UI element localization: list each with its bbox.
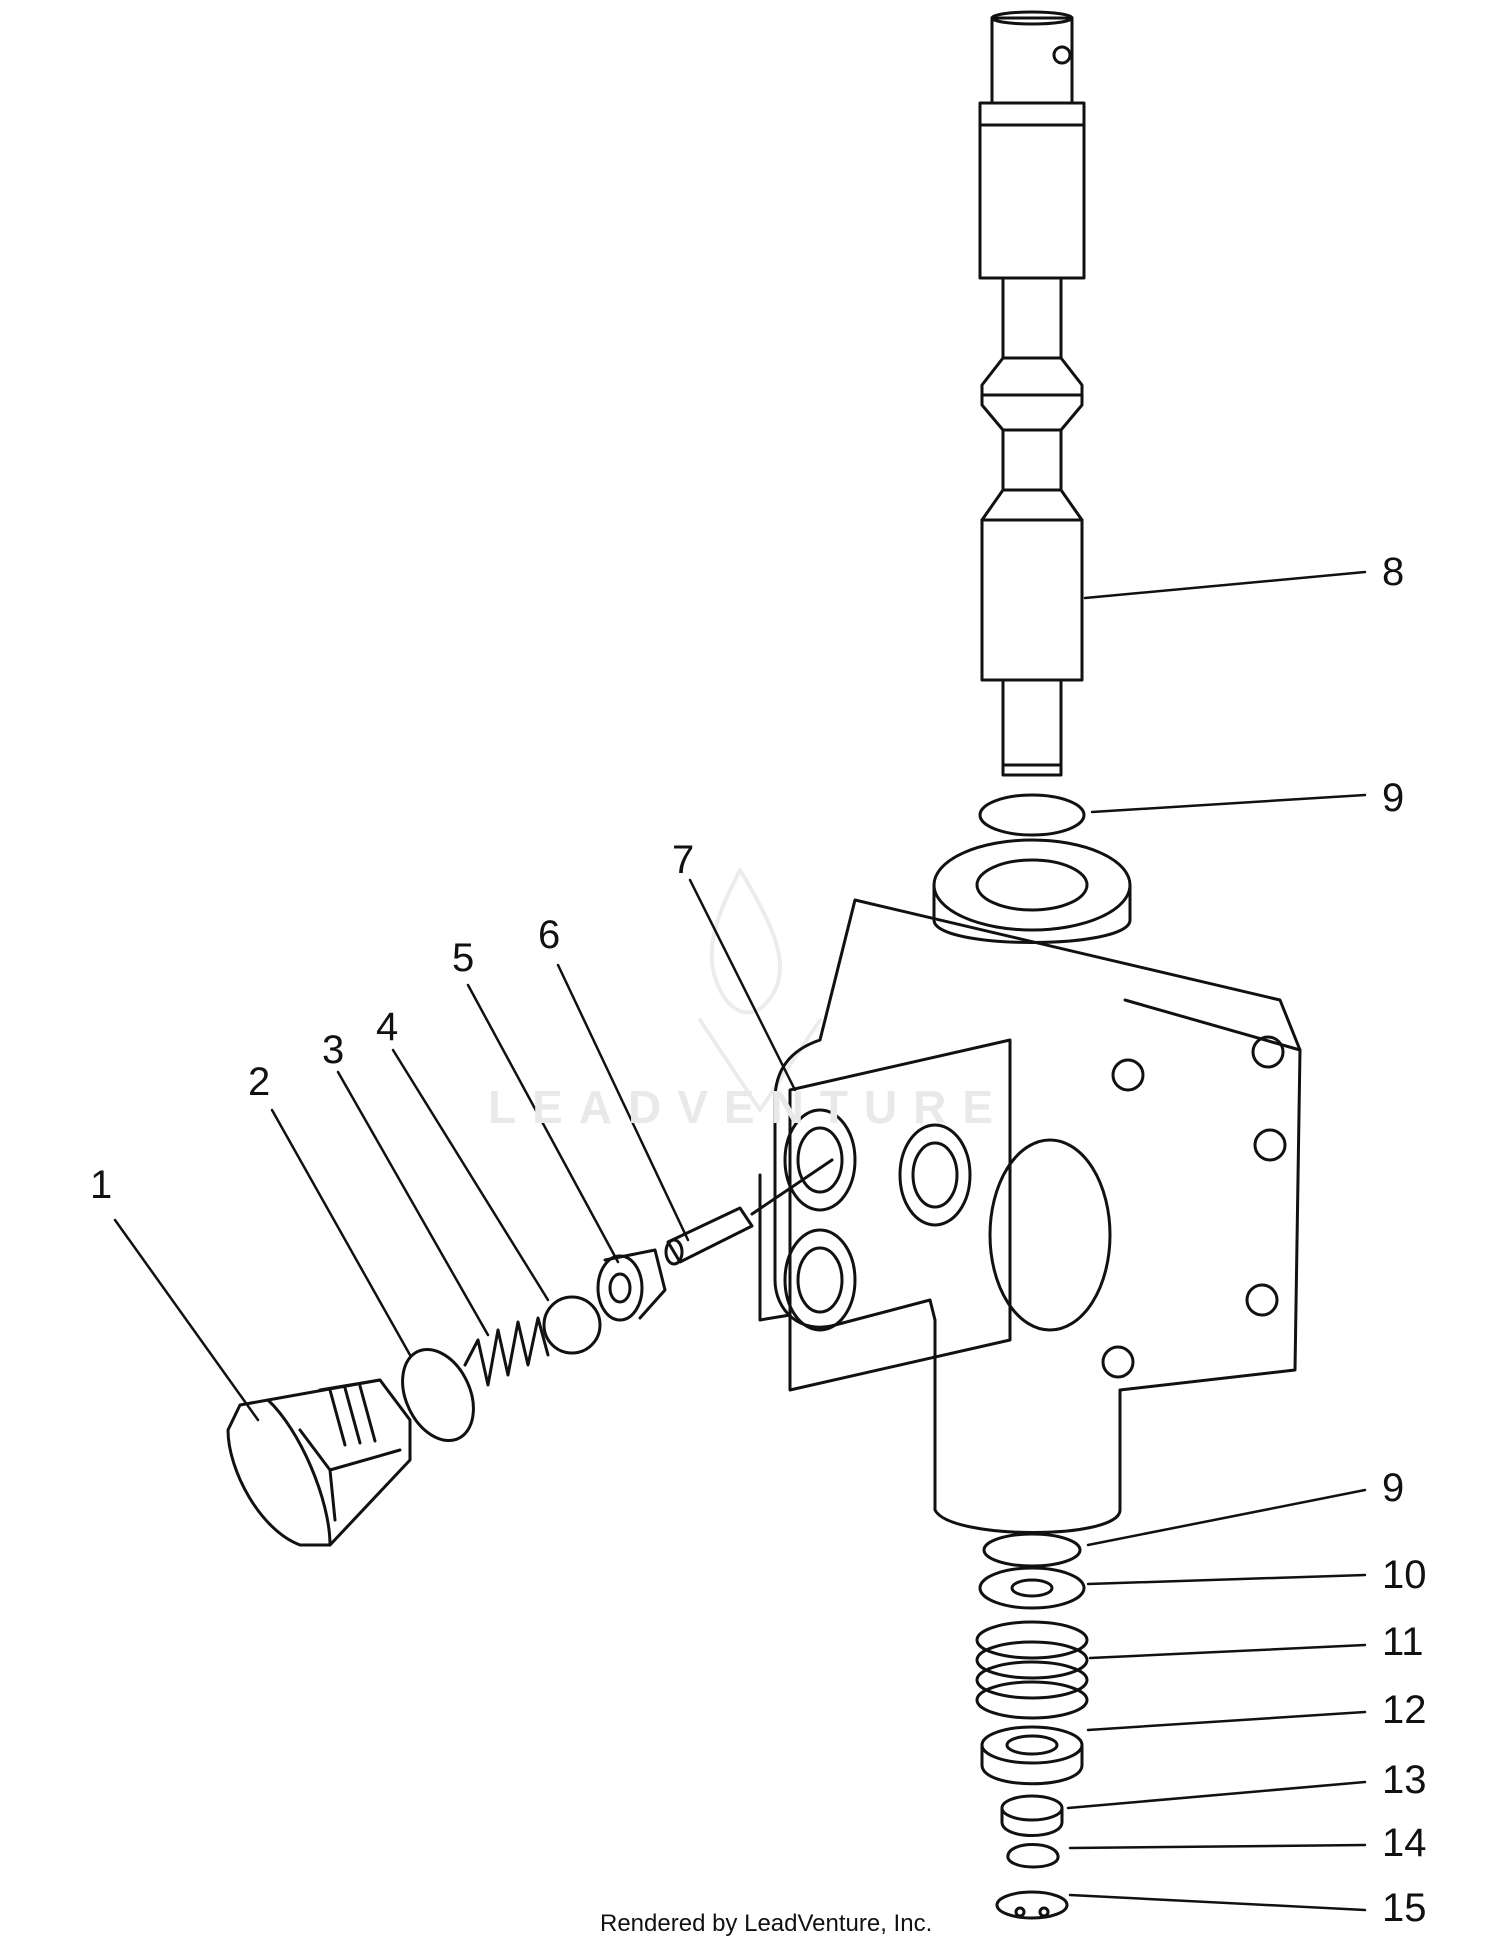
callout-9-top: 9 — [1382, 776, 1405, 820]
callout-6: 6 — [538, 913, 561, 957]
ball-part — [542, 1295, 602, 1355]
footer-credit: Rendered by LeadVenture, Inc. — [600, 1910, 933, 1937]
pin-part — [664, 1158, 834, 1266]
o-ring-top-part — [978, 793, 1086, 837]
callout-11: 11 — [1382, 1620, 1424, 1664]
snap-ring-part — [1006, 1843, 1060, 1869]
callout-13: 13 — [1382, 1758, 1427, 1802]
spring-large-part — [975, 1620, 1089, 1720]
callout-15: 15 — [1382, 1886, 1427, 1930]
plug-part — [226, 1378, 412, 1547]
clip-part — [995, 1890, 1069, 1920]
callout-3: 3 — [322, 1028, 345, 1072]
collar-part — [1000, 1794, 1064, 1837]
spool-part — [978, 10, 1086, 777]
callout-1: 1 — [90, 1163, 113, 1207]
o-ring-bottom-part — [982, 1532, 1082, 1568]
seat-part — [596, 1248, 667, 1322]
callout-2: 2 — [248, 1060, 271, 1104]
leader-lines — [113, 570, 1367, 1912]
callout-8: 8 — [1382, 550, 1405, 594]
retainer-part — [980, 1725, 1084, 1786]
spring-part — [463, 1316, 550, 1387]
callout-5: 5 — [452, 936, 475, 980]
valve-body-part — [758, 838, 1302, 1534]
washer-part — [978, 1566, 1086, 1610]
callout-12: 12 — [1382, 1688, 1427, 1732]
callout-7: 7 — [672, 838, 695, 882]
watermark-text: LEADVENTURE — [488, 1081, 1010, 1133]
callout-10: 10 — [1382, 1553, 1427, 1597]
callout-14: 14 — [1382, 1821, 1427, 1865]
callout-9-bottom: 9 — [1382, 1466, 1405, 1510]
callout-4: 4 — [376, 1005, 399, 1049]
leadventure-logo-icon — [698, 868, 822, 1112]
o-ring-part — [401, 1347, 475, 1443]
